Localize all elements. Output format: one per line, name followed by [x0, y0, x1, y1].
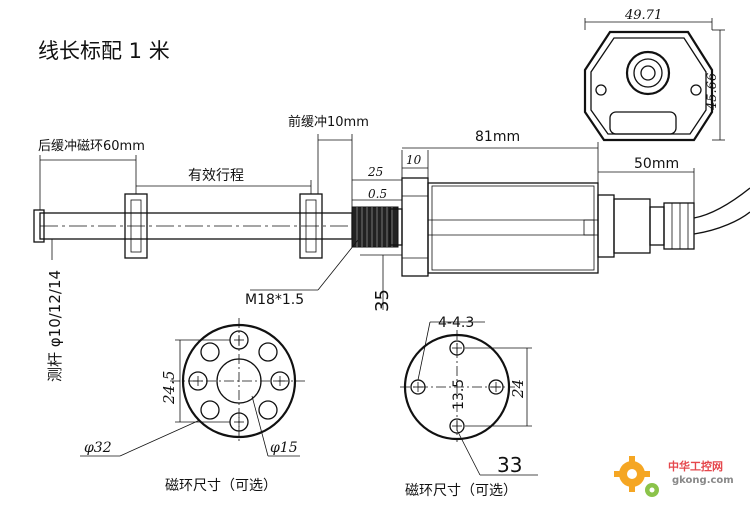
dim-ring2-holes: 4-4.3 — [438, 315, 474, 331]
dim-ring2-d33: 33 — [497, 453, 522, 477]
thread-section — [351, 206, 399, 248]
head-center-boss — [625, 50, 671, 96]
dim-35: 35 — [372, 289, 393, 312]
dim-ring2-inner: 13.5 — [451, 379, 467, 410]
head-label-plate — [609, 111, 677, 135]
front-buffer-label: 前缓冲10mm — [288, 114, 369, 130]
thread-label: M18*1.5 — [245, 292, 304, 308]
gear-icon — [614, 456, 659, 497]
watermark-url: gkong.com — [672, 475, 734, 486]
head-front-view: 49.71 45.66 — [583, 8, 725, 142]
dim-head-width: 49.71 — [624, 8, 662, 23]
dim-ring1-d15: φ15 — [270, 440, 298, 456]
magnet-ring-left: 24.5 φ32 φ15 磁环尺寸（可选） — [80, 318, 305, 494]
ring2-caption: 磁环尺寸（可选） — [405, 483, 517, 499]
connector-length-label: 50mm — [634, 156, 679, 172]
sensor-side-view — [33, 177, 750, 277]
cable — [693, 187, 750, 219]
stroke-label: 有效行程 — [188, 168, 244, 184]
body-length-label: 81mm — [475, 129, 520, 145]
main-dimensions: 后缓冲磁环60mm 有效行程 前缓冲10mm 25 0.5 10 81mm 50… — [38, 114, 695, 382]
rod-tip — [33, 209, 45, 243]
title: 线长标配 1 米 — [38, 39, 170, 63]
dim-ring1-height: 24.5 — [160, 371, 178, 405]
rod-label: 测杆 φ10/12/14 — [46, 270, 64, 382]
watermark-name: 中华工控网 — [668, 459, 723, 473]
dim-ring2-height: 24 — [509, 379, 527, 399]
dim-25: 25 — [367, 165, 383, 179]
hex-flange — [401, 177, 429, 277]
dim-05: 0.5 — [368, 187, 387, 201]
watermark: 中华工控网 gkong.com — [614, 456, 734, 497]
dim-10: 10 — [406, 153, 422, 167]
connector — [597, 194, 615, 258]
dim-ring1-d32: φ32 — [84, 440, 112, 456]
head-outline — [583, 30, 714, 142]
magnet-ring-right: 4-4.3 13.5 24 33 磁环尺寸（可选） — [400, 315, 538, 499]
rear-buffer-label: 后缓冲磁环60mm — [38, 139, 145, 154]
ring1-caption: 磁环尺寸（可选） — [165, 478, 277, 494]
sensor-body — [427, 182, 599, 274]
